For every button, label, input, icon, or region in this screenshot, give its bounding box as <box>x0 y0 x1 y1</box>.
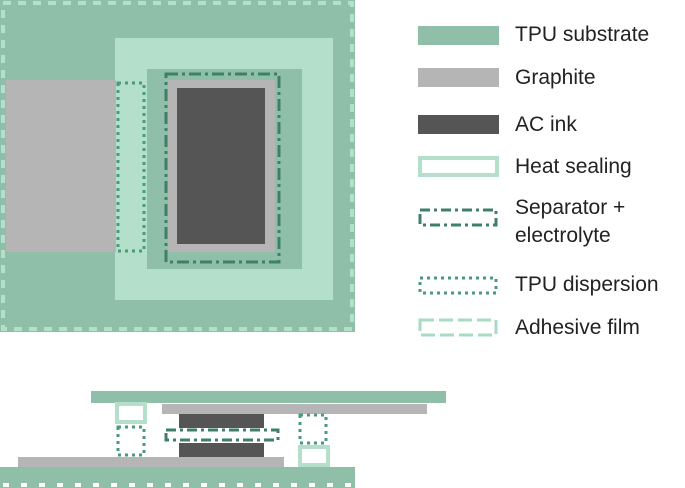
top-graphite-lead <box>6 80 116 252</box>
legend-label-ac-ink: AC ink <box>515 113 577 136</box>
legend-label-tpu-dispersion: TPU dispersion <box>515 273 659 296</box>
cs-separator <box>164 428 280 442</box>
cs-top-ac-ink <box>179 414 264 428</box>
top-view <box>0 0 355 332</box>
legend-label-tpu-substrate: TPU substrate <box>515 23 650 46</box>
cs-bottom-tpu <box>0 467 355 488</box>
legend-label-heat-sealing: Heat sealing <box>515 155 632 178</box>
legend-swatch-adhesive-film <box>418 318 498 337</box>
legend-swatch-graphite <box>418 68 499 87</box>
top-ac-ink <box>177 88 265 244</box>
legend-swatch-ac-ink <box>418 115 499 134</box>
top-tpu-dispersion-outline <box>116 81 146 253</box>
legend-label-separator: Separator + <box>515 196 626 219</box>
cs-top-tpu <box>91 391 446 403</box>
top-separator-outline <box>164 72 281 264</box>
legend-swatch-tpu-substrate <box>418 26 499 45</box>
legend-label-adhesive-film: Adhesive film <box>515 316 640 339</box>
cs-bottom-graphite <box>18 457 284 467</box>
legend-label-graphite: Graphite <box>515 66 596 89</box>
cs-right-heat-seal <box>298 445 330 467</box>
legend-swatches <box>418 26 499 337</box>
top-tpu-substrate-edge-dashes <box>1 1 354 331</box>
cs-left-dispersion <box>116 425 146 457</box>
legend-swatch-tpu-dispersion <box>418 276 498 295</box>
cross-section-view <box>0 391 446 488</box>
cs-top-graphite <box>162 404 427 414</box>
legend-swatch-heat-sealing <box>418 156 499 177</box>
legend-label-electrolyte: electrolyte <box>515 224 611 247</box>
cs-bottom-ac-ink <box>179 443 264 457</box>
legend-swatch-separator <box>418 208 498 227</box>
cs-right-dispersion <box>298 413 328 445</box>
cs-left-heat-seal <box>115 402 147 424</box>
